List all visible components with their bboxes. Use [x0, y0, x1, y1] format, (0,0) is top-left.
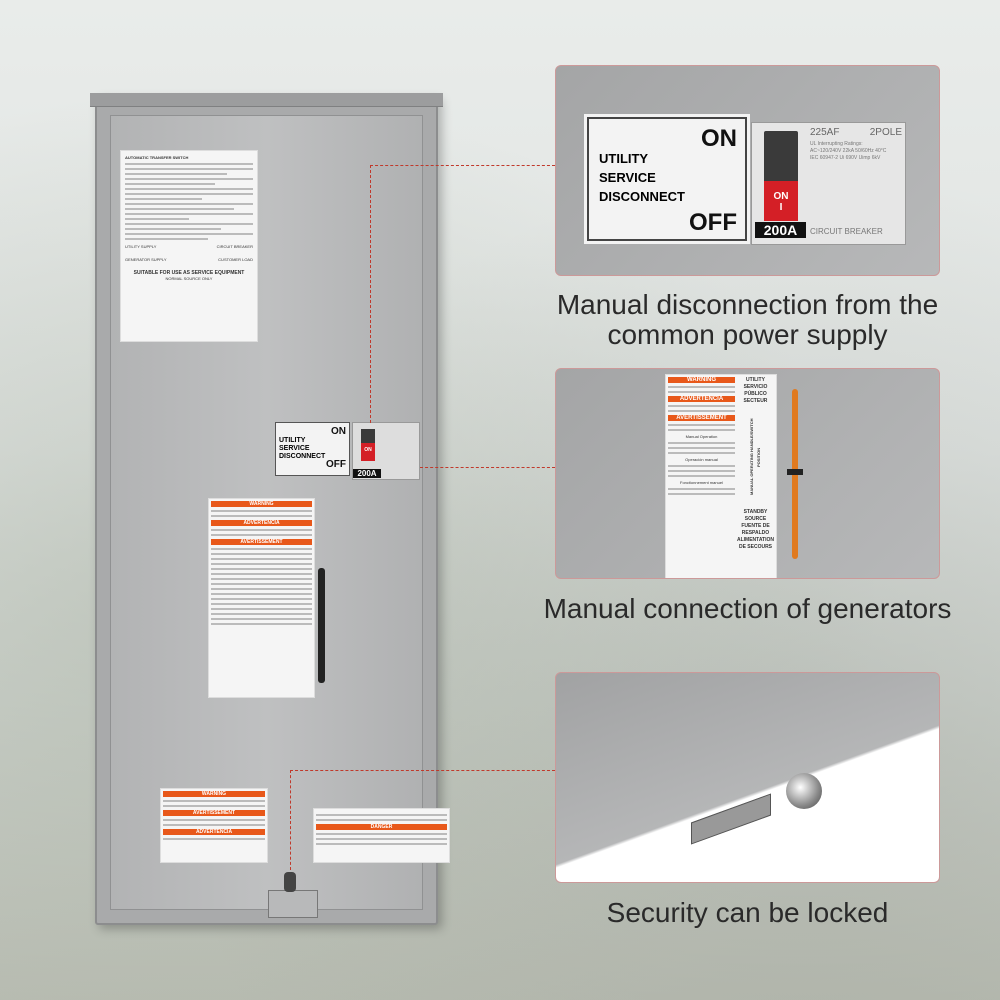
operacion-manual-text: Operación manual — [685, 457, 718, 462]
connector-line-bottom-vertical — [290, 770, 291, 870]
caption-generator: Manual connection of generators — [543, 593, 952, 624]
utility-text: UTILITY — [746, 377, 765, 383]
breaker-i-mark: I — [779, 202, 783, 213]
alimentation-text: ALIMENTATION DE SECOURS — [736, 537, 774, 550]
breaker-rating: 200A — [755, 222, 806, 238]
handle-position-text: MANUAL OPERATING HANDLE/SWITCH POSITION — [749, 418, 762, 496]
bottom-warning-header: WARNING — [163, 791, 265, 797]
off-text: OFF — [689, 209, 737, 236]
bottom-advertencia-header: ADVERTENCIA — [163, 829, 265, 835]
customer-load-text: CUSTOMER LOAD — [218, 257, 253, 262]
bottom-warning-label: WARNING AVERTISSEMENT ADVERTENCIA — [160, 788, 268, 863]
circuit-breaker-small[interactable]: ON 200A — [352, 422, 420, 480]
secteur-text: SECTEUR — [743, 398, 768, 404]
ratings-title: UL Interrupting Ratings: — [810, 141, 863, 147]
lock-knob[interactable] — [284, 872, 296, 892]
danger-label: DANGER — [313, 808, 450, 863]
breaker-rating: 200A — [353, 469, 381, 478]
standby-text: STANDBY SOURCE — [743, 509, 768, 522]
danger-header: DANGER — [316, 824, 447, 830]
ratings-line: AC~120/240V 22kA 50/60Hz 40°C — [810, 148, 887, 154]
breaker-poles: 2POLE — [869, 127, 902, 138]
breaker-frame: 225AF — [810, 127, 840, 138]
connector-line-top — [370, 165, 555, 166]
service-text: SERVICE — [599, 170, 656, 185]
enclosure-rain-hood — [90, 93, 443, 107]
disconnect-text: DISCONNECT — [599, 189, 685, 204]
manual-operation-label-detail: WARNING ADVERTENCIA AVERTISSEMENT Manual… — [665, 374, 777, 578]
avertissement-header: AVERTISSEMENT — [668, 415, 735, 421]
on-text: ON — [331, 426, 346, 437]
service-equipment-text: SUITABLE FOR USE AS SERVICE EQUIPMENT — [133, 270, 245, 276]
handle-clip — [787, 469, 803, 475]
main-rating-label: AUTOMATIC TRANSFER SWITCH UTILITY SUPPLY… — [120, 150, 258, 342]
utility-text: UTILITY — [279, 437, 306, 444]
lock-hasp[interactable] — [691, 793, 771, 845]
lock-hasp[interactable] — [268, 890, 318, 918]
manual-operation-text: Manual Operation — [685, 434, 718, 439]
caption-disconnect: Manual disconnection from the common pow… — [556, 289, 939, 350]
manual-operation-label: WARNING ADVERTENCIA AVERTISSEMENT — [208, 498, 315, 698]
breaker-handle[interactable] — [361, 429, 375, 443]
breaker-on-indicator: ON — [361, 443, 375, 461]
servicio-text: SERVICIO PÚBLICO — [743, 384, 768, 397]
normal-source-text: NORMAL SOURCE ONLY — [165, 276, 213, 281]
on-text: ON — [701, 125, 737, 152]
disconnect-text: DISCONNECT — [279, 453, 326, 460]
connector-line-bottom — [290, 770, 555, 771]
service-text: SERVICE — [279, 445, 310, 452]
iec-line: IEC 60947-2 Ui 690V Uimp 6kV — [810, 155, 881, 161]
utility-text: UTILITY — [599, 151, 649, 166]
circuit-breaker-text: CIRCUIT BREAKER — [216, 244, 253, 249]
lock-knob[interactable] — [786, 773, 822, 809]
breaker-on-text: ON — [773, 191, 789, 202]
generator-supply-text: GENERATOR SUPPLY — [125, 257, 167, 262]
connector-line-top-vertical — [370, 165, 371, 423]
detail-panel-lock — [555, 672, 940, 883]
utility-supply-text: UTILITY SUPPLY — [125, 244, 157, 249]
off-text: OFF — [326, 459, 346, 470]
manual-handle-slot[interactable] — [318, 568, 325, 683]
bottom-avertissement-header: AVERTISSEMENT — [163, 810, 265, 816]
advertencia-header: ADVERTENCIA — [211, 520, 312, 526]
warning-header: WARNING — [668, 377, 735, 383]
disconnect-label: ON UTILITY SERVICE DISCONNECT OFF — [584, 114, 750, 244]
fonctionnement-manuel-text: Fonctionnement manuel — [680, 480, 723, 485]
fuente-text: FUENTE DE RESPALDO — [741, 523, 770, 536]
warning-header: WARNING — [211, 501, 312, 507]
label-title: AUTOMATIC TRANSFER SWITCH — [125, 155, 189, 160]
breaker-handle[interactable] — [764, 131, 798, 183]
caption-security: Security can be locked — [606, 897, 889, 928]
advertencia-header: ADVERTENCIA — [668, 396, 735, 402]
avertissement-header: AVERTISSEMENT — [211, 539, 312, 545]
breaker-footer: CIRCUIT BREAKER — [810, 227, 883, 236]
connector-line-middle — [420, 467, 555, 468]
detail-panel-generator: WARNING ADVERTENCIA AVERTISSEMENT Manual… — [555, 368, 940, 579]
